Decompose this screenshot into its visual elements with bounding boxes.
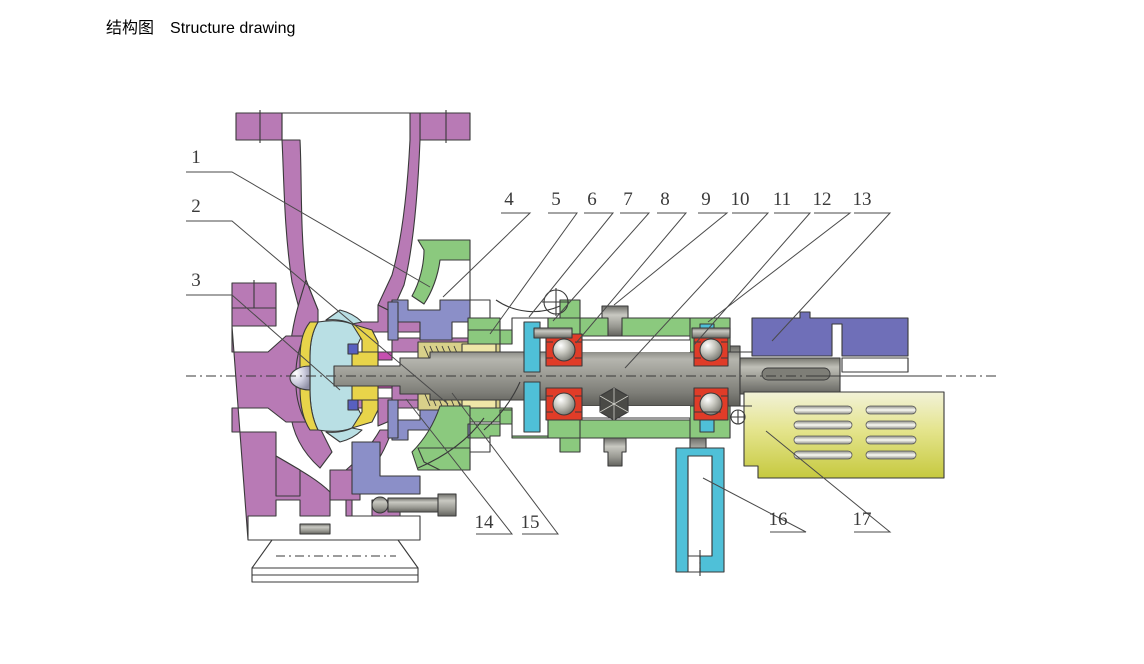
callout-leader-10 xyxy=(624,212,770,369)
title-chinese: 结构图 xyxy=(106,20,155,37)
callout-number-7: 7 xyxy=(623,189,633,210)
callout-number-13: 13 xyxy=(853,189,872,210)
page-title: 结构图 Structure drawing xyxy=(106,14,295,38)
callout-number-5: 5 xyxy=(551,189,561,210)
callout-leader-12 xyxy=(707,212,852,323)
callout-leader-6 xyxy=(528,212,615,318)
callout-group xyxy=(186,171,892,535)
callout-leader-9 xyxy=(613,212,729,306)
callout-number-11: 11 xyxy=(773,189,791,210)
callout-leader-2 xyxy=(186,220,449,405)
callout-leader-13 xyxy=(771,212,892,342)
title-english: Structure drawing xyxy=(170,20,296,37)
callout-leader-5 xyxy=(489,212,578,335)
callout-leader-16 xyxy=(702,477,807,533)
callout-leader-3 xyxy=(186,294,341,391)
callout-number-4: 4 xyxy=(504,189,514,210)
motor-flange xyxy=(751,311,940,377)
callout-number-9: 9 xyxy=(701,189,711,210)
motor-cooling-slots xyxy=(793,405,917,460)
callout-number-16: 16 xyxy=(769,509,788,530)
callout-number-14: 14 xyxy=(475,512,495,533)
callout-leader-17 xyxy=(765,430,892,533)
callout-leader-15 xyxy=(451,392,560,535)
callout-number-12: 12 xyxy=(813,189,832,210)
callout-leader-7 xyxy=(552,212,651,322)
motor-body xyxy=(730,391,945,479)
callout-number-8: 8 xyxy=(660,189,670,210)
callout-leader-8 xyxy=(575,212,688,344)
pump-casing xyxy=(231,110,481,583)
pump-shaft xyxy=(186,345,1000,407)
callout-number-3: 3 xyxy=(191,270,201,291)
callout-number-1: 1 xyxy=(191,147,201,168)
support-bracket xyxy=(675,447,725,578)
callout-number-15: 15 xyxy=(521,512,540,533)
callout-leader-1 xyxy=(186,171,431,288)
callout-leader-11 xyxy=(693,212,812,346)
callout-leader-4 xyxy=(442,212,532,298)
callout-number-17: 17 xyxy=(853,509,872,530)
callout-number-2: 2 xyxy=(191,196,201,217)
callout-leader-14 xyxy=(405,398,514,535)
ball-bearings xyxy=(545,333,729,421)
callout-number-6: 6 xyxy=(587,189,597,210)
callout-number-10: 10 xyxy=(731,189,750,210)
